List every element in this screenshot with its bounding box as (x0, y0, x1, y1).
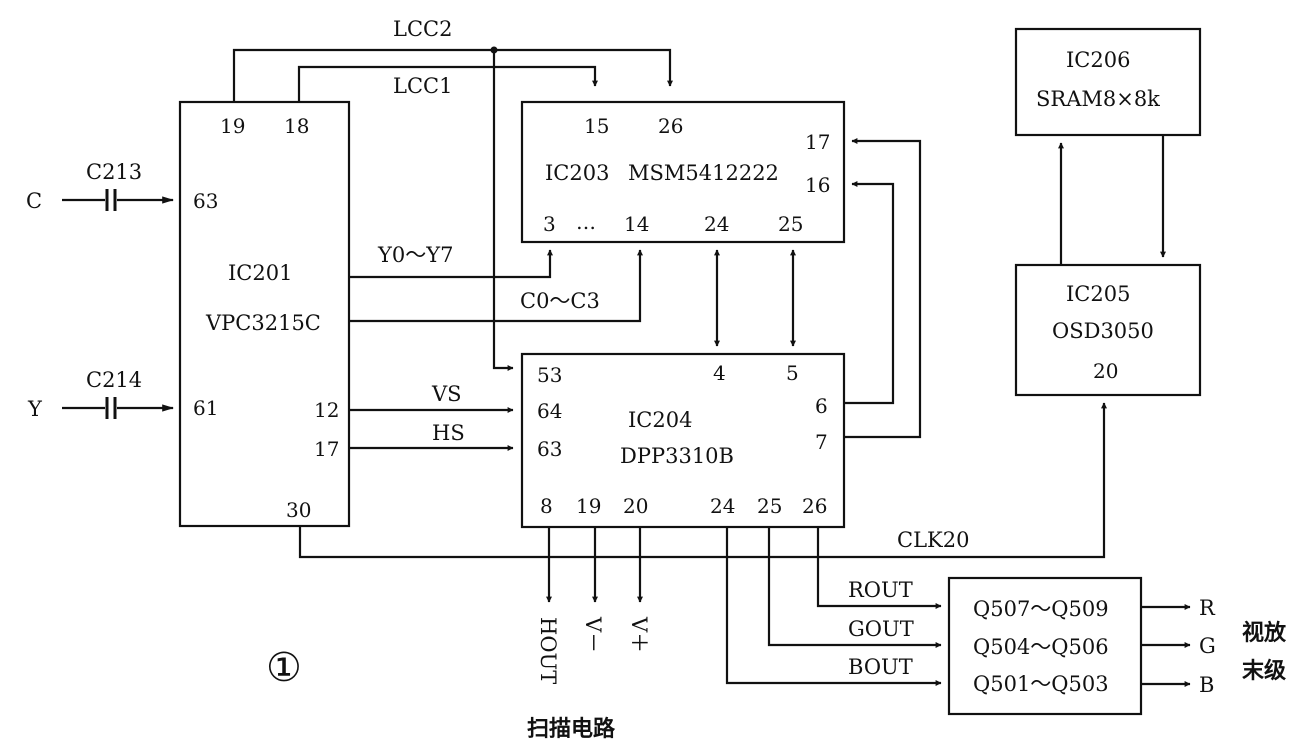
figure-number: ① (266, 645, 302, 691)
lcc1-label: LCC1 (393, 74, 452, 98)
c-input-label: C (26, 189, 42, 213)
ic205-pin-20: 20 (1093, 359, 1118, 383)
ic204-ref: IC204 (628, 408, 692, 432)
ic201-pin-19: 19 (220, 114, 245, 138)
ic203-ref: IC203 (545, 161, 609, 185)
clk20-label: CLK20 (897, 528, 969, 552)
video-amp-caption-1: 视放 (1242, 620, 1287, 646)
lcc2-label: LCC2 (393, 17, 452, 41)
ic201-pin-63: 63 (193, 189, 218, 213)
y-bus-wire (349, 249, 553, 279)
ic204-outline (520, 352, 846, 529)
lcc2-junction-dot (490, 46, 498, 54)
ic204-pin-19: 19 (576, 494, 601, 518)
bout-label: BOUT (848, 655, 913, 679)
v-minus-label: V－ (581, 616, 605, 653)
ic204-pin-7: 7 (815, 430, 828, 454)
ic203-part: MSM5412222 (628, 161, 779, 185)
ic204-pin-4: 4 (713, 361, 726, 385)
ic204-pin-20: 20 (623, 494, 648, 518)
ic203-outline (520, 100, 846, 244)
rout-label: ROUT (848, 578, 913, 602)
ic201-pin-18: 18 (284, 114, 309, 138)
ic204-part: DPP3310B (620, 444, 734, 468)
ic206-outline (1014, 27, 1202, 137)
ic204-pin-24: 24 (710, 494, 735, 518)
ic204-pin-64: 64 (537, 399, 562, 423)
lcc1-wire (297, 65, 598, 102)
ic206-part: SRAM8×8k (1036, 87, 1160, 111)
ic203-pin-17: 17 (805, 130, 830, 154)
ic205-part: OSD3050 (1052, 319, 1154, 343)
hout-label: HOUT (536, 617, 560, 684)
lcc2-tap-wire (492, 50, 514, 371)
hs-label: HS (432, 421, 465, 445)
ic201-pin-12: 12 (314, 398, 339, 422)
r-output-label: R (1199, 596, 1216, 620)
ic201-block: IC201 VPC3215C 19 18 63 61 12 17 30 (178, 100, 351, 528)
g-output-label: G (1199, 634, 1216, 658)
ic206-block: IC206 SRAM8×8k (1014, 27, 1202, 137)
ic203-pin-25: 25 (778, 212, 803, 236)
y-bus-label: Y0～Y7 (377, 243, 453, 267)
ic203-block: IC203 MSM5412222 15 26 17 16 3 … 14 24 2… (520, 100, 846, 244)
gout-wire (767, 527, 942, 648)
ic203-pin-24: 24 (704, 212, 729, 236)
ic205-ref: IC205 (1066, 282, 1130, 306)
vs-label: VS (431, 382, 462, 406)
q507-q509-label: Q507～Q509 (973, 597, 1109, 621)
ic204-pin-5: 5 (786, 361, 799, 385)
video-amp-caption-2: 末级 (1242, 658, 1286, 684)
v-plus-label: V＋ (627, 616, 651, 653)
c213-label: C213 (86, 160, 142, 184)
clk20-wire (298, 402, 1107, 559)
rout-wire (816, 527, 942, 609)
pin6-to-pin16-wire (844, 181, 895, 405)
ic201-outline (178, 100, 351, 528)
ic204-block: IC204 DPP3310B 53 4 5 64 6 63 7 8 19 20 … (520, 352, 846, 529)
ic204-pin-53: 53 (537, 363, 562, 387)
ic201-ref: IC201 (228, 261, 292, 285)
ic204-pin-6: 6 (815, 394, 828, 418)
q501-q503-label: Q501～Q503 (973, 672, 1109, 696)
ic201-part: VPC3215C (205, 311, 321, 335)
ic205-block: IC205 OSD3050 20 (1014, 263, 1202, 397)
lcc2-wire (232, 48, 673, 102)
ic204-pin-63: 63 (537, 437, 562, 461)
ic203-pin-15: 15 (584, 114, 609, 138)
ic204-pin-8: 8 (540, 494, 553, 518)
b-output-label: B (1199, 673, 1214, 697)
ic205-outline (1014, 263, 1202, 397)
ic203-pin-26: 26 (658, 114, 683, 138)
c-bus-label: C0～C3 (520, 289, 600, 313)
ic206-ref: IC206 (1066, 48, 1130, 72)
pin7-to-pin17-wire (844, 138, 922, 439)
c214-label: C214 (86, 368, 142, 392)
ic201-pin-17: 17 (314, 437, 339, 461)
ic203-pin-3: 3 (543, 212, 556, 236)
ic203-pin-14: 14 (624, 212, 649, 236)
c-bus-wire (349, 249, 643, 323)
ic203-pin-16: 16 (805, 173, 830, 197)
q504-q506-label: Q504～Q506 (973, 635, 1109, 659)
ic201-pin-30: 30 (286, 498, 311, 522)
bout-wire (725, 527, 942, 686)
y-input-label: Y (27, 397, 43, 421)
ic204-pin-26: 26 (802, 494, 827, 518)
ic204-pin-25: 25 (757, 494, 782, 518)
gout-label: GOUT (848, 617, 914, 641)
transistor-block: Q507～Q509 Q504～Q506 Q501～Q503 (947, 576, 1143, 716)
ic201-pin-61: 61 (193, 396, 218, 420)
scan-circuit-caption: 扫描电路 (527, 716, 616, 742)
ic203-pin-ellipsis: … (576, 210, 596, 234)
